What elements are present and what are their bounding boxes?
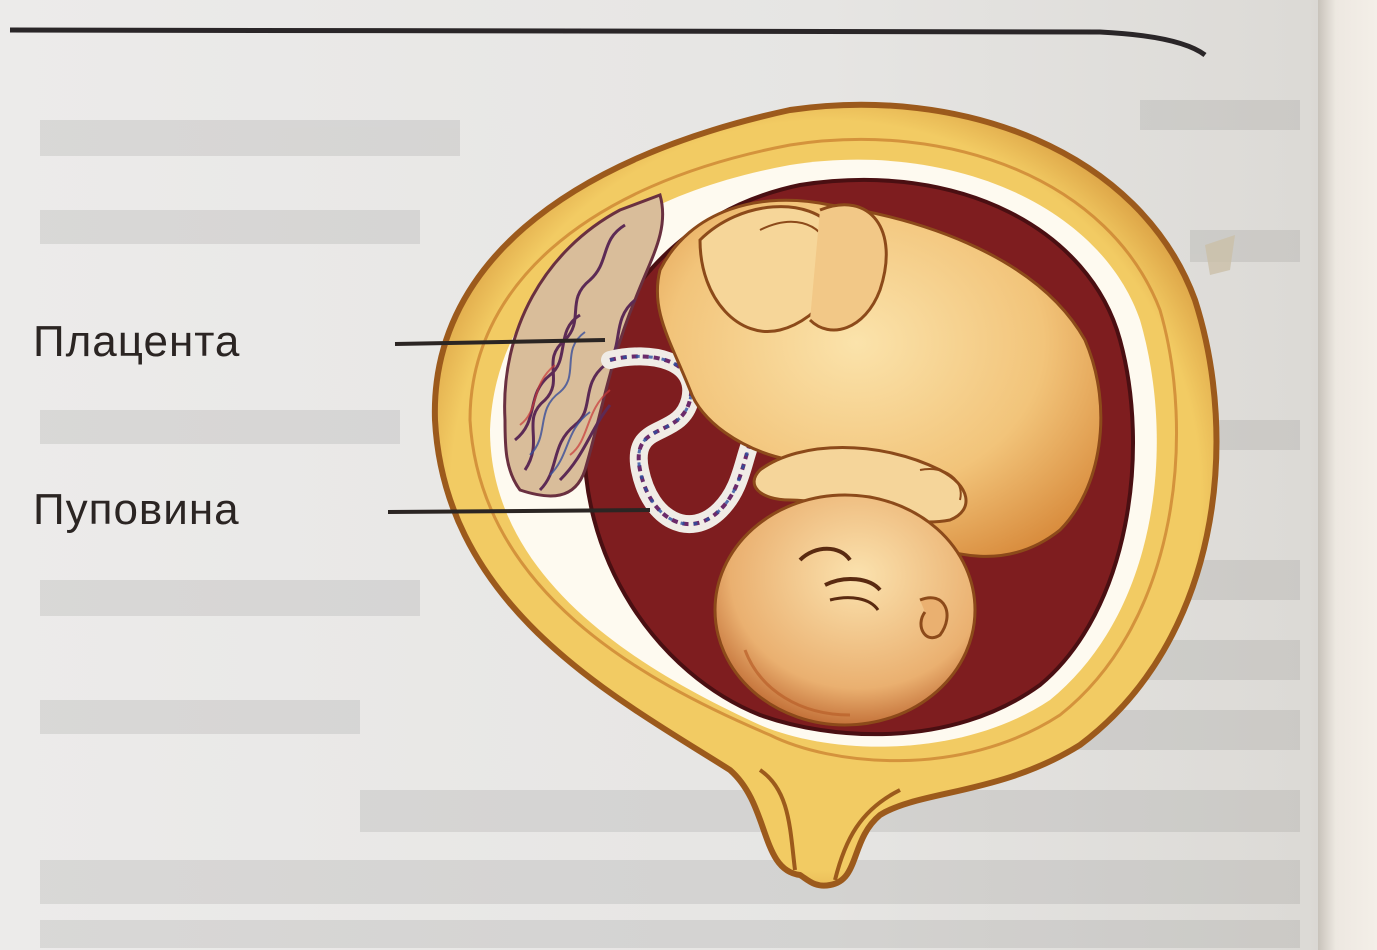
umbilical-cord-label: Пуповина [33,488,240,532]
placenta-label: Плацента [33,320,240,364]
umbilical-leader-line [388,510,650,512]
header-rule [10,30,1205,55]
fetus-head [715,495,975,725]
